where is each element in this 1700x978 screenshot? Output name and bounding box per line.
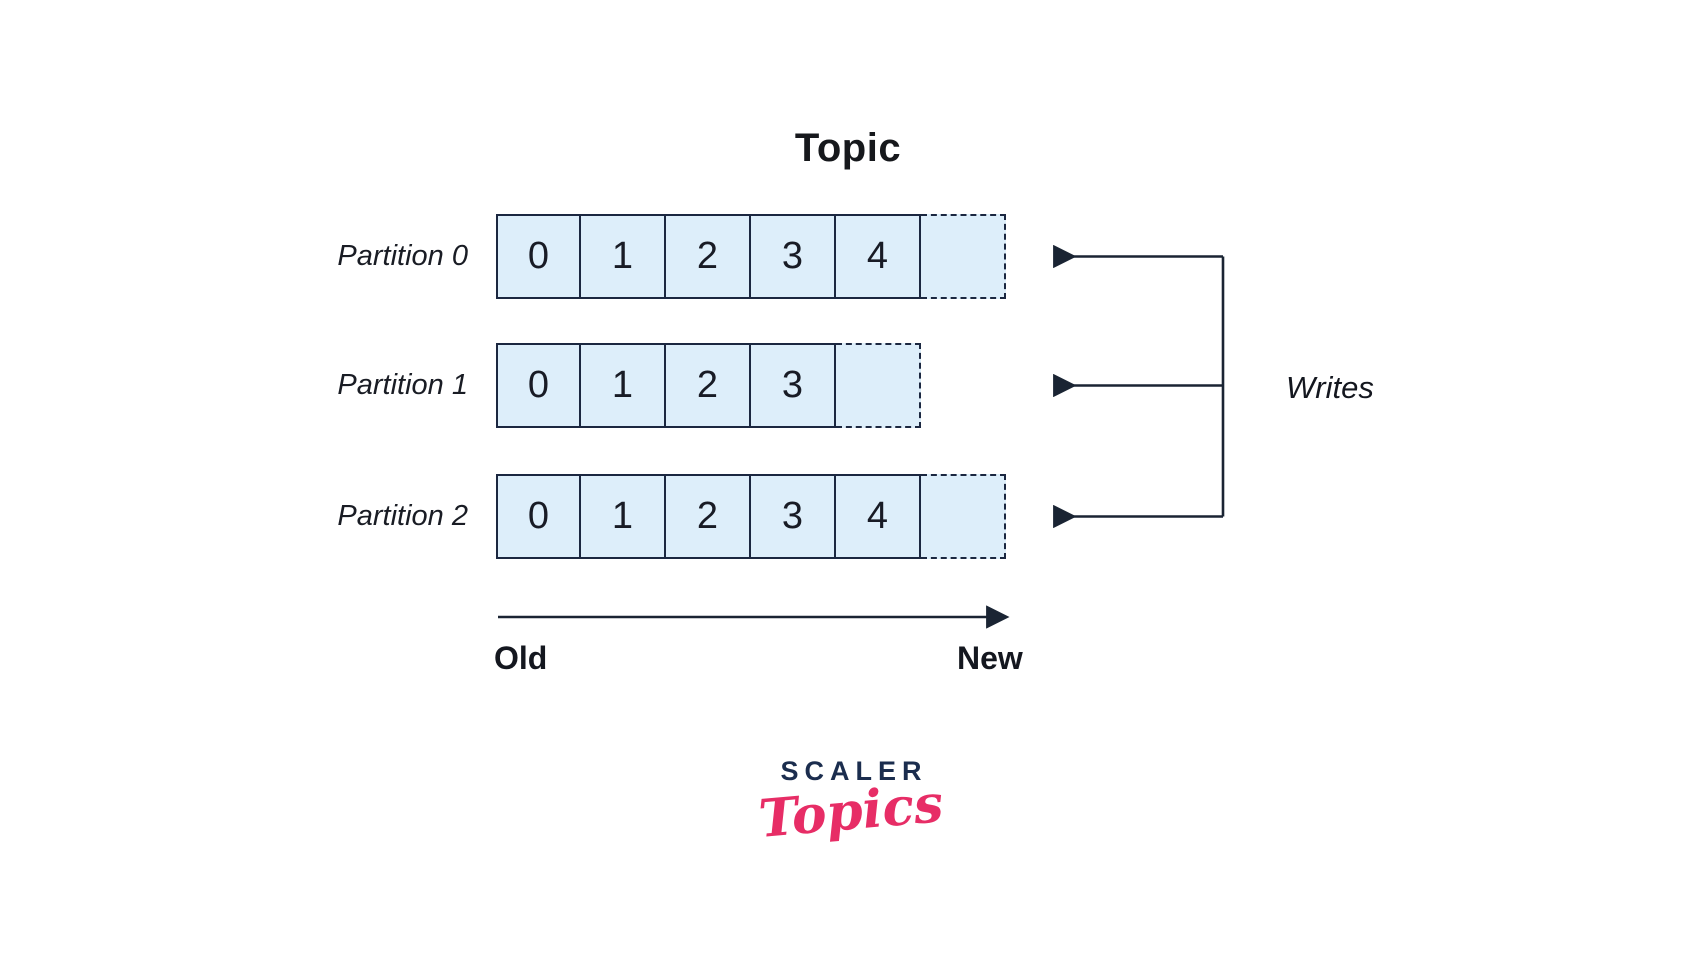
writes-bracket bbox=[1053, 244, 1225, 529]
offset-cell: 1 bbox=[581, 474, 666, 559]
offset-cell: 1 bbox=[581, 214, 666, 299]
next-offset-placeholder bbox=[836, 343, 921, 428]
offset-cell: 2 bbox=[666, 343, 751, 428]
offset-cell: 0 bbox=[496, 343, 581, 428]
new-label: New bbox=[957, 640, 1023, 676]
offset-cell: 0 bbox=[496, 214, 581, 299]
diagram-title: Topic bbox=[794, 126, 902, 170]
offset-cell: 4 bbox=[836, 214, 921, 299]
partition-row-2: Partition 2 0 1 2 3 4 bbox=[0, 474, 1006, 559]
partition-2-label: Partition 2 bbox=[337, 500, 468, 532]
writes-label: Writes bbox=[1286, 370, 1374, 405]
offset-cell: 3 bbox=[751, 474, 836, 559]
partition-0-label: Partition 0 bbox=[337, 240, 468, 272]
logo-scaler-text: SCALER bbox=[780, 756, 928, 786]
next-offset-placeholder bbox=[921, 214, 1006, 299]
partition-0-cells: 0 1 2 3 4 bbox=[496, 214, 1006, 299]
offset-cell: 3 bbox=[751, 343, 836, 428]
partition-1-label: Partition 1 bbox=[337, 369, 468, 401]
partition-2-cells: 0 1 2 3 4 bbox=[496, 474, 1006, 559]
offset-cell: 3 bbox=[751, 214, 836, 299]
offset-cell: 2 bbox=[666, 214, 751, 299]
scaler-topics-logo: SCALER Topics bbox=[740, 756, 962, 850]
offset-cell: 2 bbox=[666, 474, 751, 559]
partition-row-0: Partition 0 0 1 2 3 4 bbox=[0, 214, 1006, 299]
partition-1-cells: 0 1 2 3 bbox=[496, 343, 921, 428]
old-label: Old bbox=[494, 640, 548, 676]
offset-cell: 4 bbox=[836, 474, 921, 559]
offset-cell: 1 bbox=[581, 343, 666, 428]
partition-row-1: Partition 1 0 1 2 3 bbox=[0, 343, 921, 428]
next-offset-placeholder bbox=[921, 474, 1006, 559]
offset-cell: 0 bbox=[496, 474, 581, 559]
